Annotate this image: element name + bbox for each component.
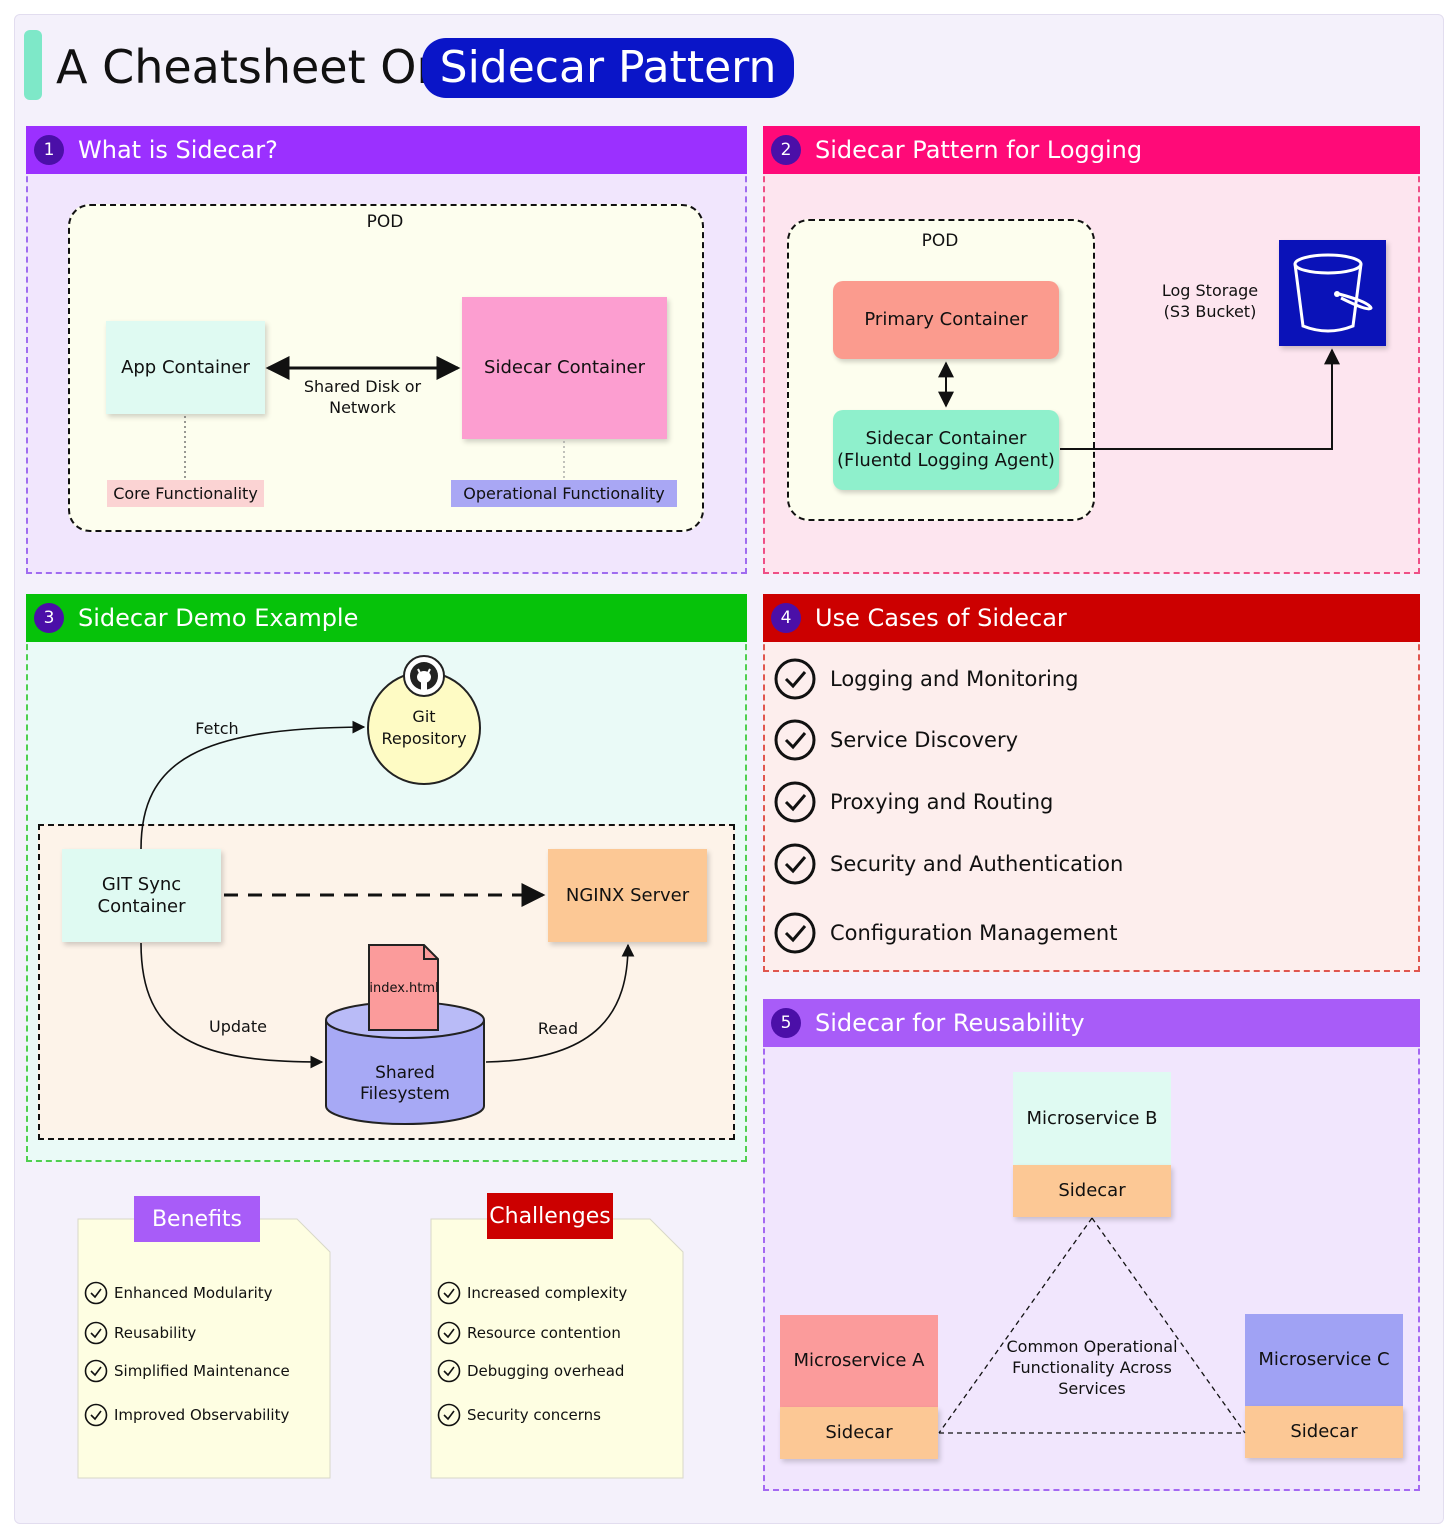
- use-case-label: Logging and Monitoring: [830, 667, 1079, 691]
- challenge-label: Security concerns: [467, 1406, 601, 1424]
- sidecar-container: Sidecar Container: [462, 297, 667, 439]
- microservice-b: Microservice B: [1013, 1072, 1171, 1165]
- microservice-a-sidecar: Sidecar: [780, 1407, 938, 1459]
- section5-header: 5 Sidecar for Reusability: [763, 999, 1420, 1047]
- section1-header: 1 What is Sidecar?: [26, 126, 747, 174]
- read-arrow: [485, 943, 635, 1063]
- microservice-b-sidecar: Sidecar: [1013, 1165, 1171, 1217]
- common-functionality-label: Common Operational Functionality Across …: [1006, 1337, 1178, 1398]
- challenge-label: Debugging overhead: [467, 1362, 625, 1380]
- section4-header: 4 Use Cases of Sidecar: [763, 594, 1420, 642]
- section4-heading: Use Cases of Sidecar: [815, 604, 1067, 632]
- benefits-heading: Benefits: [134, 1196, 260, 1242]
- use-case-label: Service Discovery: [830, 728, 1019, 752]
- primary-container: Primary Container: [833, 281, 1059, 359]
- challenge-item: Resource contention: [437, 1321, 621, 1345]
- challenge-item: Debugging overhead: [437, 1359, 624, 1383]
- check-circle-icon: [437, 1403, 461, 1427]
- title-accent-bar: [24, 30, 42, 100]
- benefit-item: Simplified Maintenance: [84, 1359, 290, 1383]
- read-label: Read: [537, 1019, 579, 1038]
- section1-number: 1: [34, 135, 64, 165]
- benefit-label: Simplified Maintenance: [114, 1362, 290, 1380]
- check-circle-icon: [84, 1359, 108, 1383]
- github-icon: [403, 655, 445, 697]
- update-arrow: [140, 942, 324, 1069]
- shared-disk-network-label: Shared Disk or Network: [303, 377, 422, 417]
- section5-heading: Sidecar for Reusability: [815, 1009, 1085, 1037]
- section3-header: 3 Sidecar Demo Example: [26, 594, 747, 642]
- section1-pod-label: POD: [366, 212, 404, 232]
- benefit-label: Enhanced Modularity: [114, 1284, 273, 1302]
- check-circle-icon: [774, 719, 816, 761]
- nginx-server: NGINX Server: [548, 849, 707, 942]
- benefit-item: Enhanced Modularity: [84, 1281, 273, 1305]
- check-circle-icon: [437, 1281, 461, 1305]
- shared-filesystem-label: Shared Filesystem: [360, 1063, 450, 1104]
- challenge-item: Security concerns: [437, 1403, 601, 1427]
- s3-bucket-icon: [1279, 240, 1386, 346]
- section-use-cases: [763, 594, 1420, 972]
- log-storage-label: Log Storage (S3 Bucket): [1161, 281, 1259, 321]
- use-case-label: Configuration Management: [830, 921, 1118, 945]
- check-circle-icon: [774, 781, 816, 823]
- title-highlight: Sidecar Pattern: [422, 38, 794, 98]
- benefits-note: [77, 1218, 331, 1479]
- use-case-label: Security and Authentication: [830, 852, 1124, 876]
- microservice-c: Microservice C: [1245, 1314, 1403, 1406]
- section1-heading: What is Sidecar?: [78, 136, 278, 164]
- benefit-label: Improved Observability: [114, 1406, 290, 1424]
- app-container: App Container: [106, 321, 265, 414]
- git-sync-container: GIT Sync Container: [62, 849, 221, 942]
- section3-heading: Sidecar Demo Example: [78, 604, 359, 632]
- fluentd-sidecar-container: Sidecar Container (Fluentd Logging Agent…: [833, 410, 1059, 490]
- operational-functionality-tag: Operational Functionality: [451, 480, 677, 507]
- check-circle-icon: [84, 1321, 108, 1345]
- challenges-heading: Challenges: [487, 1193, 613, 1239]
- update-label: Update: [209, 1017, 267, 1036]
- challenge-label: Resource contention: [467, 1324, 621, 1342]
- fetch-arrow: [140, 720, 366, 850]
- check-circle-icon: [774, 912, 816, 954]
- section4-number: 4: [771, 603, 801, 633]
- check-circle-icon: [437, 1321, 461, 1345]
- title-prefix: A Cheatsheet On: [56, 40, 446, 94]
- section2-header: 2 Sidecar Pattern for Logging: [763, 126, 1420, 174]
- section3-number: 3: [34, 603, 64, 633]
- challenge-label: Increased complexity: [467, 1284, 628, 1302]
- section2-pod-label: POD: [921, 231, 959, 251]
- log-shipping-arrow: [1060, 348, 1340, 450]
- benefit-item: Improved Observability: [84, 1403, 289, 1427]
- check-circle-icon: [437, 1359, 461, 1383]
- section5-number: 5: [771, 1008, 801, 1038]
- check-circle-icon: [84, 1281, 108, 1305]
- use-case-item: Logging and Monitoring: [774, 658, 1078, 700]
- use-case-item: Proxying and Routing: [774, 781, 1053, 823]
- benefit-item: Reusability: [84, 1321, 196, 1345]
- microservice-a: Microservice A: [780, 1315, 938, 1407]
- triangle-edge-left: [938, 1217, 1093, 1434]
- challenge-item: Increased complexity: [437, 1281, 627, 1305]
- microservice-c-sidecar: Sidecar: [1245, 1406, 1403, 1458]
- check-circle-icon: [774, 658, 816, 700]
- core-functionality-tag: Core Functionality: [107, 480, 264, 507]
- challenges-note: [430, 1218, 684, 1479]
- fetch-label: Fetch: [195, 719, 239, 738]
- triangle-edge-right: [1091, 1217, 1246, 1434]
- section2-number: 2: [771, 135, 801, 165]
- index-html-file-icon: [368, 944, 440, 1032]
- use-case-item: Security and Authentication: [774, 843, 1123, 885]
- section2-heading: Sidecar Pattern for Logging: [815, 136, 1143, 164]
- benefit-label: Reusability: [114, 1324, 197, 1342]
- use-case-item: Service Discovery: [774, 719, 1018, 761]
- index-html-label: index.html: [369, 981, 439, 996]
- use-case-item: Configuration Management: [774, 912, 1117, 954]
- use-case-label: Proxying and Routing: [830, 790, 1054, 814]
- check-circle-icon: [84, 1403, 108, 1427]
- check-circle-icon: [774, 843, 816, 885]
